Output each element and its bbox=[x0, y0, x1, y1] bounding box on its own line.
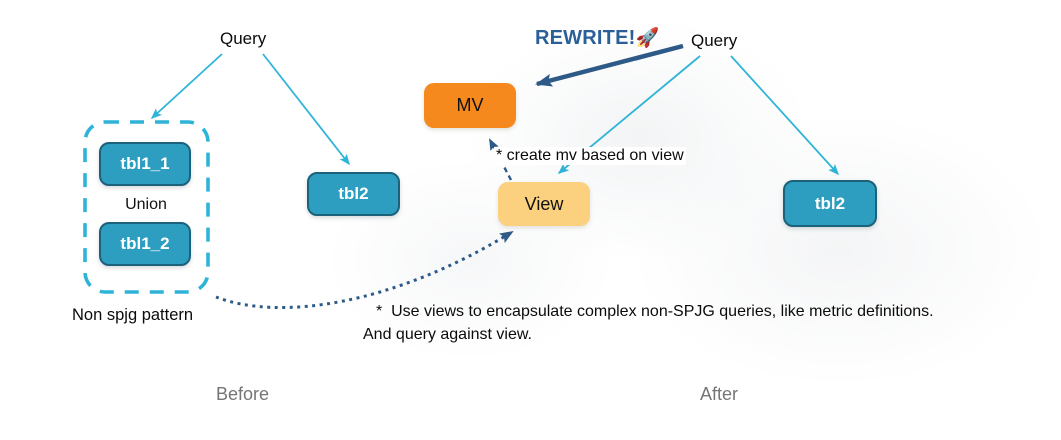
before-section-label: Before bbox=[216, 384, 270, 404]
node-tbl1-2: tbl1_2 bbox=[99, 222, 191, 266]
rewrite-label: REWRITE! bbox=[535, 27, 636, 49]
before-query-label: Query bbox=[220, 29, 267, 48]
arrow-before-query-to-union-group bbox=[150, 53, 223, 120]
footnote-line1: * Use views to encapsulate complex non-S… bbox=[376, 303, 934, 320]
footnote-line2: And query against view. bbox=[363, 326, 532, 343]
arrow-before-query-to-tbl2 bbox=[262, 53, 350, 166]
node-after-tbl2: tbl2 bbox=[783, 180, 877, 227]
union-group-outline bbox=[83, 120, 210, 294]
after-section-label: After bbox=[700, 384, 739, 404]
after-query-label: Query bbox=[691, 31, 738, 50]
node-view: View bbox=[498, 182, 590, 226]
arrow-rewrite-query-to-mv bbox=[535, 43, 684, 87]
arrow-after-query-to-tbl2 bbox=[730, 55, 840, 176]
arrow-union-group-to-view bbox=[215, 230, 514, 310]
node-tbl1-1: tbl1_1 bbox=[99, 142, 191, 186]
node-before-tbl2: tbl2 bbox=[307, 172, 400, 216]
rewrite-banner: REWRITE!🚀 bbox=[535, 26, 659, 50]
create-mv-note: * create mv based on view bbox=[494, 147, 686, 165]
node-mv: MV bbox=[424, 83, 516, 128]
union-group-caption: Non spjg pattern bbox=[72, 306, 194, 324]
rocket-icon: 🚀 bbox=[635, 28, 660, 49]
union-label: Union bbox=[125, 196, 167, 213]
